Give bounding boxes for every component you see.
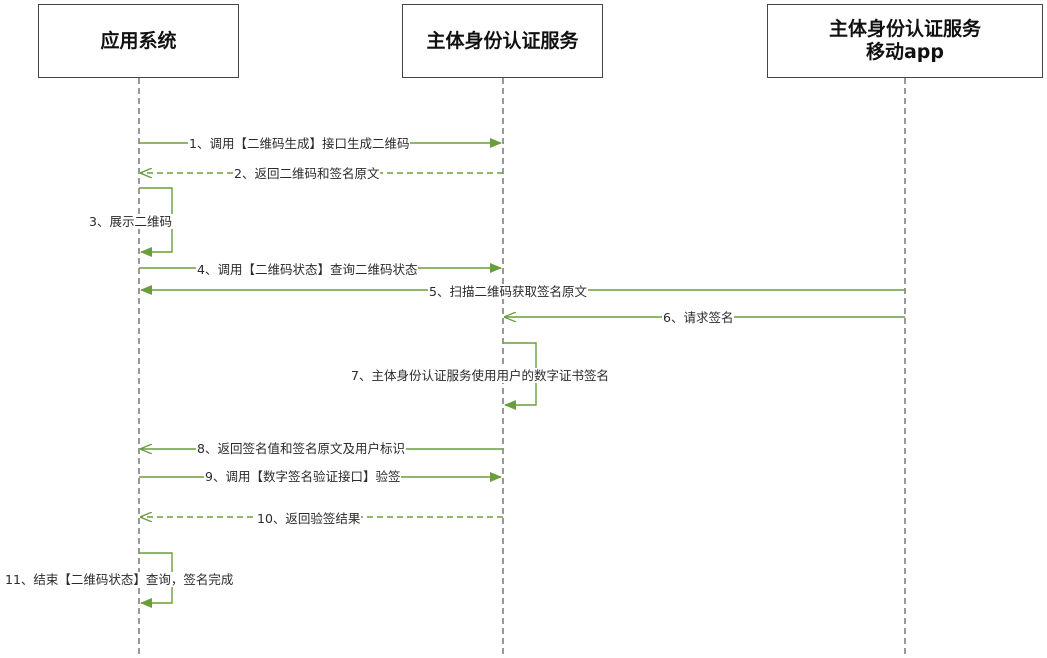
message-1-label: 1、调用【二维码生成】接口生成二维码 — [188, 136, 411, 151]
message-8-label: 8、返回签名值和签名原文及用户标识 — [196, 441, 406, 456]
message-7-label: 7、主体身份认证服务使用用户的数字证书签名 — [350, 368, 610, 383]
participant-mobile-label-line2: 移动app — [865, 41, 945, 63]
message-4-label: 4、调用【二维码状态】查询二维码状态 — [196, 262, 419, 277]
message-2-label: 2、返回二维码和签名原文 — [233, 166, 381, 181]
participant-app-label: 应用系统 — [100, 29, 177, 52]
message-6-label: 6、请求签名 — [662, 310, 735, 325]
participant-mobile-label-line1: 主体身份认证服务 — [828, 18, 981, 40]
participant-auth-service: 主体身份认证服务 — [402, 4, 603, 78]
message-10-label: 10、返回验签结果 — [256, 511, 362, 526]
message-11-label: 11、结束【二维码状态】查询，签名完成 — [4, 572, 235, 587]
participant-auth-mobile-app: 主体身份认证服务 移动app — [767, 4, 1043, 78]
message-9-label: 9、调用【数字签名验证接口】验签 — [204, 469, 402, 484]
message-5-label: 5、扫描二维码获取签名原文 — [428, 284, 588, 299]
participant-auth-label: 主体身份认证服务 — [426, 29, 579, 52]
participant-app-system: 应用系统 — [38, 4, 239, 78]
message-3-label: 3、展示二维码 — [88, 214, 173, 229]
